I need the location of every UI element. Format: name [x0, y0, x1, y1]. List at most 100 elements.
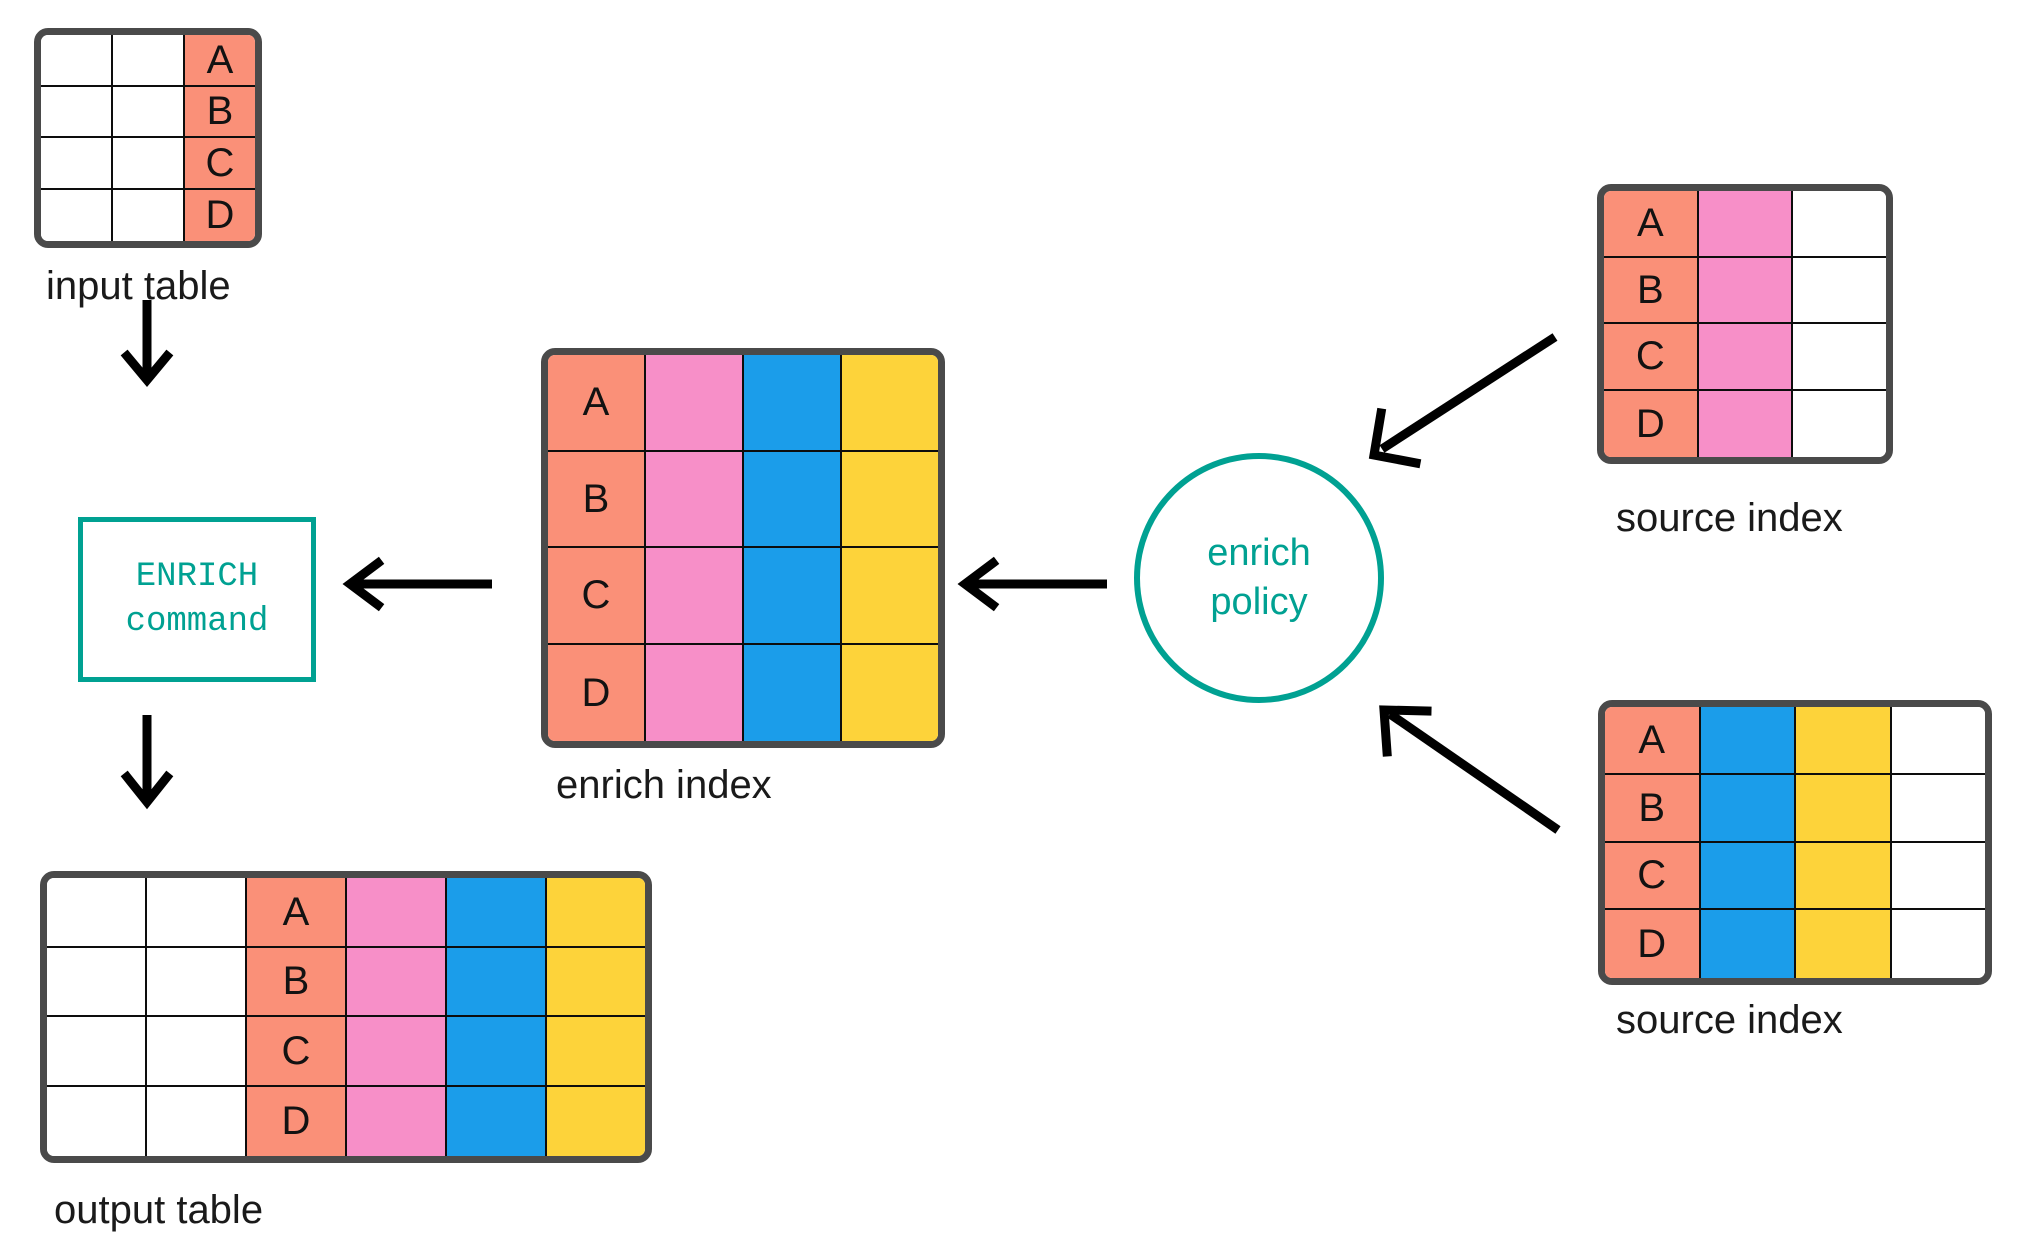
table-cell: [1796, 910, 1892, 978]
enrich-command-line1: ENRICH: [135, 557, 259, 596]
enrich-command-box[interactable]: ENRICH command: [78, 517, 316, 682]
table-cell: [147, 1017, 247, 1087]
table-cell-key: D: [247, 1086, 347, 1156]
table-row: B: [1605, 774, 1985, 843]
table-cell-key: C: [1605, 842, 1701, 911]
table-row: D: [1604, 390, 1886, 457]
table-cell: [1698, 257, 1794, 324]
table-cell: [547, 878, 645, 948]
table-cell: [447, 1086, 547, 1156]
table-cell: [41, 138, 113, 190]
table-cell: [744, 355, 842, 452]
table-cell: [1700, 842, 1796, 911]
table-cell-key: A: [548, 355, 646, 452]
table-row: A: [1605, 707, 1985, 775]
arrow-enrich-command-to-output-table: [120, 715, 174, 810]
table-cell: [1796, 842, 1892, 911]
table-cell: [744, 548, 842, 645]
table-cell: [646, 451, 744, 548]
table-row: C: [47, 1017, 645, 1087]
table-cell-key: A: [247, 878, 347, 948]
table-cell: [1796, 707, 1892, 775]
table-cell: [646, 644, 744, 741]
output-table-caption: output table: [54, 1188, 264, 1232]
table-cell-key: B: [185, 86, 255, 138]
source-index-top-caption: source index: [1616, 496, 1843, 540]
table-cell: [1793, 257, 1886, 324]
table-cell: [147, 1086, 247, 1156]
table-row: B: [41, 86, 255, 138]
table-cell: [1698, 390, 1794, 457]
table-cell-key: C: [185, 138, 255, 190]
table-cell-key: C: [247, 1017, 347, 1087]
enrich-policy-node[interactable]: enrich policy: [1134, 453, 1384, 703]
table-row: D: [41, 189, 255, 241]
table-row: D: [1605, 910, 1985, 978]
table-cell: [1698, 191, 1794, 258]
table-row: D: [47, 1086, 645, 1156]
table-cell-key: B: [1604, 257, 1699, 324]
table-cell: [1700, 707, 1796, 775]
table-cell: [547, 1017, 645, 1087]
table-cell-key: D: [185, 189, 255, 241]
enrich-command-line2: command: [125, 602, 269, 641]
table-cell: [113, 138, 185, 190]
table-cell-key: B: [548, 451, 646, 548]
table-cell: [1891, 707, 1985, 775]
table-cell: [842, 548, 938, 645]
table-row: C: [548, 548, 938, 645]
table-cell: [744, 451, 842, 548]
table-cell: [447, 947, 547, 1017]
table-cell-key: B: [247, 947, 347, 1017]
table-row: B: [1604, 257, 1886, 324]
table-cell: [744, 644, 842, 741]
arrow-source-index-bottom-to-enrich-policy: [1379, 705, 1561, 834]
table-cell: [47, 878, 147, 948]
table-cell: [47, 947, 147, 1017]
arrow-source-index-top-to-enrich-policy: [1368, 333, 1558, 469]
arrow-input-table-to-enrich-command: [120, 300, 174, 388]
table-cell: [347, 1017, 447, 1087]
table-cell-key: C: [1604, 324, 1699, 391]
table-cell-key: A: [1605, 707, 1701, 775]
table-cell: [347, 878, 447, 948]
table-cell: [147, 947, 247, 1017]
table-row: A: [548, 355, 938, 452]
table-cell: [547, 947, 645, 1017]
table-cell: [1891, 842, 1985, 911]
table-cell: [1891, 774, 1985, 843]
table-cell: [1796, 774, 1892, 843]
table-cell: [47, 1086, 147, 1156]
input-table-caption: input table: [46, 264, 231, 308]
table-cell-key: D: [548, 644, 646, 741]
table-cell: [1700, 774, 1796, 843]
table-cell: [547, 1086, 645, 1156]
table-cell: [41, 35, 113, 87]
table-cell-key: D: [1604, 390, 1699, 457]
source-index-bottom-caption: source index: [1616, 998, 1843, 1042]
table-row: B: [548, 451, 938, 548]
table-cell: [41, 189, 113, 241]
table-row: C: [1604, 324, 1886, 391]
table-cell-key: D: [1605, 910, 1701, 978]
table-cell: [1700, 910, 1796, 978]
table-row: C: [1605, 842, 1985, 911]
table-cell: [447, 878, 547, 948]
table-cell: [1793, 324, 1886, 391]
table-row: A: [1604, 191, 1886, 258]
table-cell: [113, 35, 185, 87]
enrich-policy-line1: enrich: [1207, 531, 1311, 574]
table-cell: [646, 355, 744, 452]
table-cell: [41, 86, 113, 138]
table-cell: [1891, 910, 1985, 978]
table-cell: [347, 947, 447, 1017]
table-cell-key: A: [1604, 191, 1699, 258]
table-cell: [113, 189, 185, 241]
table-cell: [347, 1086, 447, 1156]
table-cell: [47, 1017, 147, 1087]
table-cell: [447, 1017, 547, 1087]
